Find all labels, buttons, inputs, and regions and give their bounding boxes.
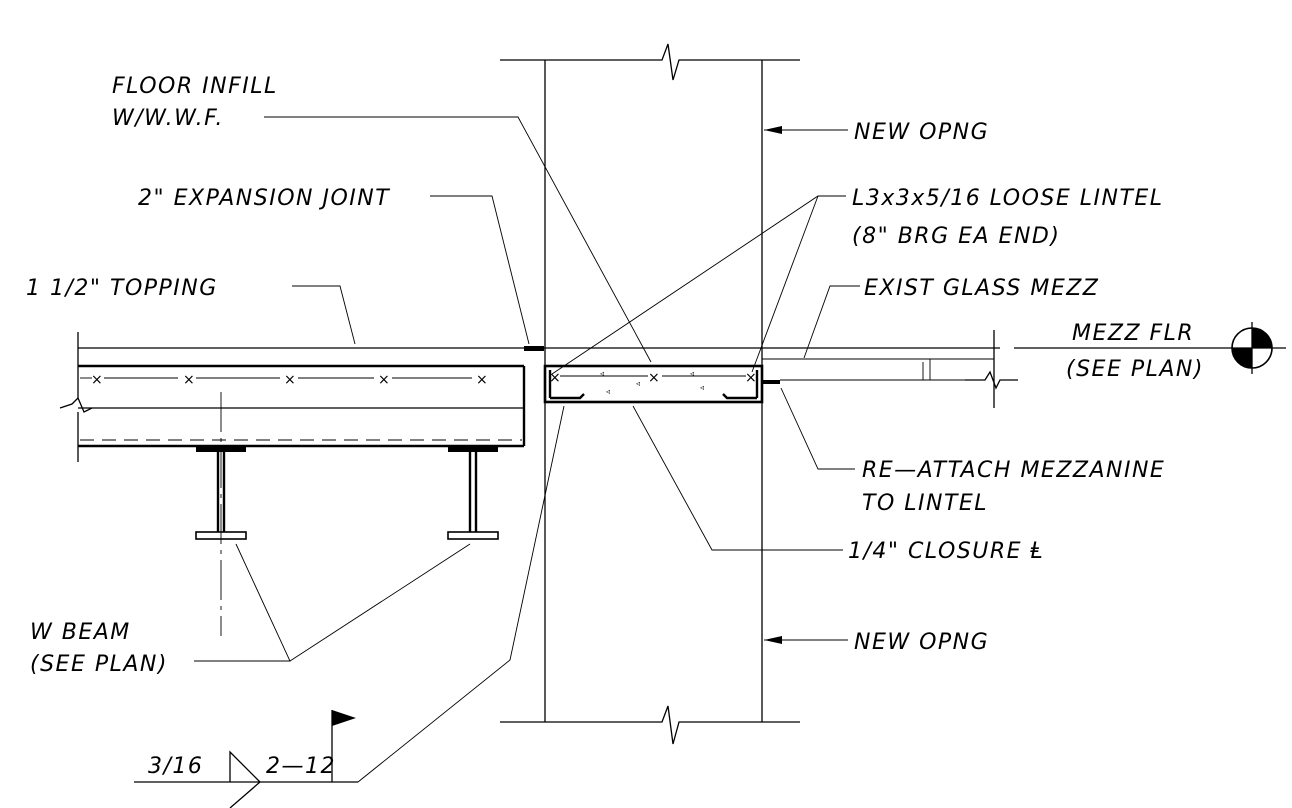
new-opening-top-label: NEW OPNG [854, 120, 989, 145]
w-beam-left [195, 392, 247, 636]
svg-text:×: × [745, 370, 758, 386]
svg-text:×: × [378, 372, 391, 388]
floor-infill-label-2: W/W.W.F. [112, 106, 224, 131]
closure-label: 1/4" CLOSURE Ⱡ [848, 539, 1044, 564]
svg-text:◃: ◃ [606, 387, 612, 396]
mezz-floor-label-2: (SEE PLAN) [1066, 357, 1204, 382]
svg-text:◃: ◃ [600, 369, 606, 378]
svg-text:×: × [183, 372, 196, 388]
lintel-label-2: (8" BRG EA END) [852, 224, 1060, 249]
weld-length-label: 2—12 [266, 754, 336, 779]
existing-glass-mezzanine [762, 330, 1018, 408]
expansion-joint-label: 2" EXPANSION JOINT [138, 186, 390, 211]
svg-text:×: × [476, 372, 489, 388]
svg-text:×: × [91, 372, 104, 388]
svg-text:×: × [284, 372, 297, 388]
mezz-floor-level-marker [1014, 322, 1286, 374]
w-beam-label-2: (SEE PLAN) [30, 652, 168, 677]
exist-mezz-label: EXIST GLASS MEZZ [864, 276, 1099, 301]
leaders [194, 116, 860, 783]
new-opening-bottom-label: NEW OPNG [854, 630, 989, 655]
floor-infill-label-1: FLOOR INFILL [112, 74, 278, 99]
w-beam-label-1: W BEAM [30, 620, 131, 645]
svg-text:◃: ◃ [690, 369, 696, 378]
weld-size-label: 3/16 [148, 754, 203, 779]
reattach-label-2: TO LINTEL [862, 491, 988, 516]
svg-text:◃: ◃ [636, 379, 642, 388]
svg-text:◃: ◃ [700, 383, 706, 392]
weld-symbol [134, 710, 358, 808]
svg-text:×: × [549, 370, 562, 386]
svg-text:×: × [648, 370, 661, 386]
existing-slab [59, 332, 1000, 462]
reattach-label-1: RE—ATTACH MEZZANINE [862, 458, 1165, 483]
topping-label: 1 1/2" TOPPING [26, 276, 218, 301]
w-beam-right [447, 446, 499, 540]
mezz-floor-label-1: MEZZ FLR [1072, 321, 1194, 346]
floor-infill-lintel: × × × ◃ ◃ ◃ ◃ ◃ [543, 364, 780, 404]
slab-wwf: × × × × × [80, 372, 489, 388]
lintel-label-1: L3x3x5/16 LOOSE LINTEL [852, 186, 1164, 211]
